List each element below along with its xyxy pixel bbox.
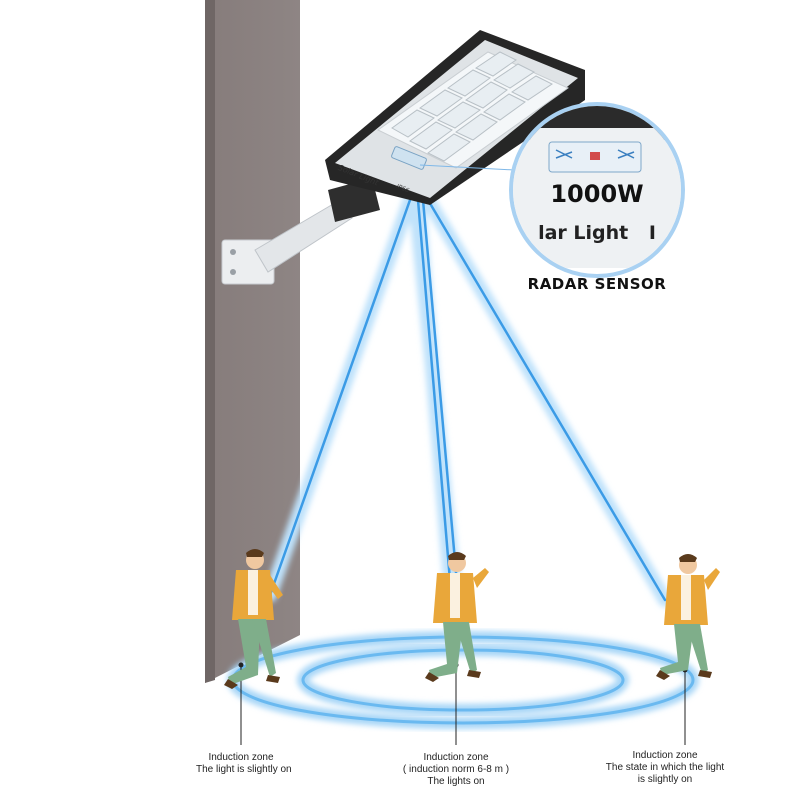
- zone-left-line2: The light is slightly on: [196, 764, 292, 775]
- zoom-brand-label: lar Light I: [512, 222, 682, 244]
- person-left: [224, 549, 283, 689]
- zoom-brand-fragment: I: [648, 222, 656, 244]
- induction-rings: [227, 631, 699, 729]
- wattage-label: 1000W: [550, 180, 644, 208]
- zone-right-line2: The state in which the light: [605, 762, 725, 773]
- radar-sensor-caption: RADAR SENSOR: [527, 275, 667, 293]
- zone-center-line3: The lights on: [427, 776, 485, 787]
- person-right: [656, 554, 720, 680]
- sensor-zoom-callout: [419, 102, 685, 278]
- person-center: [425, 552, 489, 682]
- zone-center-line1: Induction zone: [423, 752, 489, 763]
- zone-left-caption: Induction zone The light is slightly on: [196, 752, 292, 776]
- wall: [205, 0, 300, 683]
- zone-right-line3: is slightly on: [637, 774, 693, 785]
- zone-center-line2: ( induction norm 6-8 m ): [402, 764, 510, 775]
- zone-center-caption: Induction zone ( induction norm 6-8 m ) …: [396, 752, 516, 788]
- zone-left-line1: Induction zone: [208, 752, 274, 763]
- zone-right-line1: Induction zone: [632, 750, 698, 761]
- zone-right-caption: Induction zone The state in which the li…: [590, 750, 740, 786]
- zoom-brand-text: lar Light: [538, 222, 629, 244]
- solar-street-light: [325, 30, 585, 205]
